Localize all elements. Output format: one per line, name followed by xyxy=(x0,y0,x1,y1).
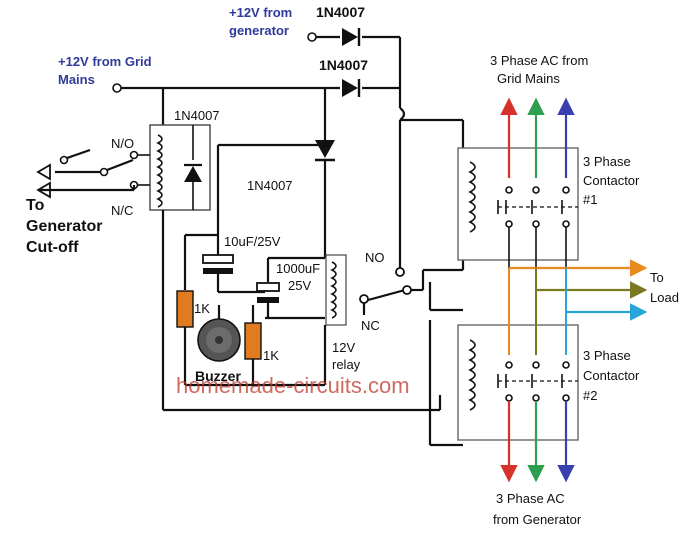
contactor-1-contacts xyxy=(497,186,578,268)
contactor1-label-2: Contactor xyxy=(583,173,640,188)
phase-lines-grid xyxy=(500,97,575,178)
buzzer xyxy=(197,318,241,362)
to-load-label-1: To xyxy=(650,270,664,285)
relay-12v-coil xyxy=(325,254,347,326)
cap-big-label-1: 1000uF xyxy=(276,261,320,276)
relay-common-wire xyxy=(398,107,406,268)
generator-supply-line xyxy=(307,32,402,108)
grid-supply-label-2: Mains xyxy=(58,72,95,87)
cap-small-label: 10uF/25V xyxy=(224,234,281,249)
gen-supply-label-1: +12V from xyxy=(229,5,292,20)
diode-top-label: 1N4007 xyxy=(316,4,365,20)
left-relay-coil xyxy=(149,124,211,211)
diode-left-label: 1N4007 xyxy=(174,108,220,123)
ac-gen-label-1: 3 Phase AC xyxy=(496,491,565,506)
capacitor-1000uf xyxy=(256,258,325,320)
resistor-left xyxy=(176,290,194,328)
contactor-1 xyxy=(457,147,579,261)
contactor2-label-2: Contactor xyxy=(583,368,640,383)
diode-grid xyxy=(342,79,361,97)
cutoff-label-to: To xyxy=(26,197,45,214)
contactor-2 xyxy=(457,324,579,441)
relay-nc-label: NC xyxy=(361,318,380,333)
cutoff-label-generator: Generator xyxy=(26,218,102,235)
relay-switch xyxy=(359,267,423,304)
grid-supply-line xyxy=(112,83,400,93)
phase-lines-generator xyxy=(500,401,575,483)
diode-mid-label: 1N4007 xyxy=(319,57,368,73)
buzzer-label: Buzzer xyxy=(195,368,241,384)
relay-label-2: relay xyxy=(332,357,361,372)
contactor1-label-1: 3 Phase xyxy=(583,154,631,169)
relay-no-label: NO xyxy=(365,250,385,265)
capacitor-10uf xyxy=(202,254,234,292)
contactor-2-contacts xyxy=(497,361,578,402)
to-load-label-2: Load xyxy=(650,290,679,305)
contactor2-label-3: #2 xyxy=(583,388,597,403)
diode-left xyxy=(184,125,202,210)
ac-grid-label-1: 3 Phase AC from xyxy=(490,53,588,68)
grid-supply-label-1: +12V from Grid xyxy=(58,54,152,69)
output-lines xyxy=(508,259,648,355)
res-left-label: 1K xyxy=(194,301,210,316)
contactor2-label-1: 3 Phase xyxy=(583,348,631,363)
ac-grid-label-2: Grid Mains xyxy=(497,71,560,86)
gen-supply-label-2: generator xyxy=(229,23,289,38)
cap-big-label-2: 25V xyxy=(288,278,311,293)
ac-gen-label-2: from Generator xyxy=(493,512,582,527)
resistor-right xyxy=(244,322,262,360)
diode-center-label: 1N4007 xyxy=(247,178,293,193)
no-left-label: N/O xyxy=(111,136,134,151)
res-right-label: 1K xyxy=(263,348,279,363)
diode-generator xyxy=(342,28,361,46)
cutoff-label-cutoff: Cut-off xyxy=(26,239,79,256)
diode-center xyxy=(315,88,335,258)
contactor1-label-3: #1 xyxy=(583,192,597,207)
relay-label-1: 12V xyxy=(332,340,355,355)
watermark: homemade-circuits.com xyxy=(176,373,410,398)
left-switch-contacts xyxy=(36,148,150,199)
nc-left-label: N/C xyxy=(111,203,133,218)
